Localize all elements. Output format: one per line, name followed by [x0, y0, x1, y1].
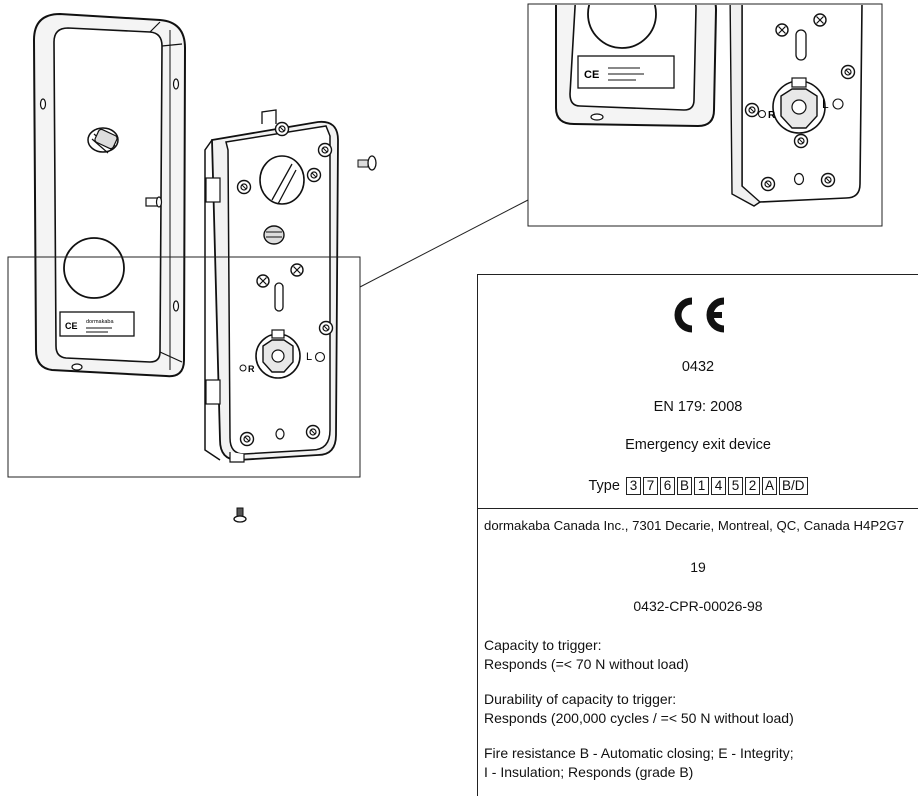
certificate-number: 0432-CPR-00026-98 — [633, 598, 763, 614]
property-durability: Durability of capacity to trigger: Respo… — [484, 691, 794, 726]
loose-screw-bottom — [233, 507, 247, 523]
notified-body-number: 0432 — [681, 359, 715, 375]
type-digit: 2 — [744, 477, 760, 495]
type-digit: B — [676, 477, 692, 495]
svg-text:dormakaba: dormakaba — [86, 319, 114, 325]
svg-text:CE: CE — [65, 321, 78, 331]
svg-text:R: R — [248, 364, 255, 374]
type-digit: 4 — [710, 477, 726, 495]
property-fire-resistance: Fire resistance B - Automatic closing; E… — [484, 745, 794, 780]
svg-text:L: L — [306, 351, 312, 363]
type-digit: 3 — [625, 477, 641, 495]
type-digit: 5 — [727, 477, 743, 495]
performance-declaration: dormakaba Canada Inc., 7301 Decarie, Mon… — [477, 509, 918, 796]
type-label: Type — [588, 478, 620, 494]
svg-text:R: R — [768, 110, 776, 121]
type-digit: 1 — [693, 477, 709, 495]
device-description: Emergency exit device — [625, 437, 771, 453]
svg-text:L: L — [822, 97, 829, 111]
type-digit: 7 — [642, 477, 658, 495]
standard-reference: EN 179: 2008 — [653, 399, 743, 415]
detail-region-frame — [7, 256, 361, 478]
type-digit: 6 — [659, 477, 675, 495]
svg-text:CE: CE — [584, 69, 599, 81]
year-affixed: 19 — [690, 559, 706, 575]
ce-mark-logo — [478, 295, 918, 340]
property-capacity-trigger: Capacity to trigger: Responds (=< 70 N w… — [484, 637, 689, 672]
detail-callout-line — [359, 199, 529, 288]
type-digit: B/D — [778, 477, 808, 495]
type-digit: A — [761, 477, 777, 495]
mounting-plate: R L — [204, 109, 339, 463]
ce-marking-panel: 0432 EN 179: 2008 Emergency exit device … — [477, 274, 918, 509]
cover-housing: CE dormakaba — [32, 12, 187, 378]
detail-inset: CE R L — [527, 3, 883, 227]
loose-screw-right — [357, 155, 377, 171]
manufacturer-address: dormakaba Canada Inc., 7301 Decarie, Mon… — [484, 518, 905, 533]
